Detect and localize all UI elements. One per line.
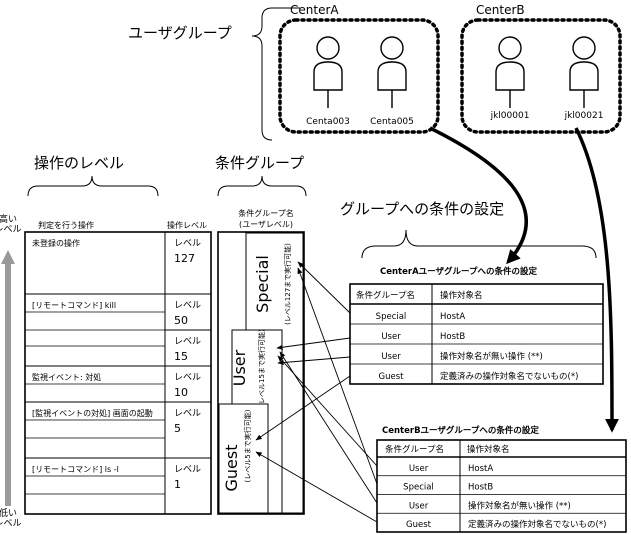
mapping-arrow [255,375,351,441]
user-group-note: (レベル15まで実行可能) [257,329,266,407]
user-name: Centa005 [370,117,414,127]
level-number: 50 [174,314,188,327]
center-b-table-rows: User HostA Special HostB User 操作対象名が無い操作 (**)… [377,464,626,530]
header-operation: 判定を行う操作 [38,220,94,230]
operation-target-cell: 操作対象名が無い操作 (**) [440,351,543,362]
user-name: jkl00001 [490,111,530,121]
condition-group-cell: Guest [379,372,405,382]
operation-label: 監視イベント: 対処 [32,372,101,382]
level-number: 127 [174,252,195,265]
level-number: 15 [174,350,188,363]
operation-target-cell: 定義済みの操作対象名でないもの(*) [440,371,578,382]
mapping-arrow [297,261,351,314]
center-b-col-target: 操作対象名 [467,444,510,455]
mapping-arrow [276,337,351,350]
operation-table-rules [25,293,211,495]
operation-target-cell: HostA [440,312,465,322]
level-word: レベル [174,409,201,419]
center-a-col-group: 条件グループ名 [356,290,415,301]
settings-title: グループへの条件の設定 [340,200,504,218]
center-a-table-title: CenterAユーザグループへの条件の設定 [380,266,537,277]
level-axis-arrow [1,250,15,506]
center-b-label: CenterB [476,3,525,17]
operation-target-cell: 定義済みの操作対象名でないもの(*) [468,519,606,530]
mapping-arrow [255,451,378,523]
user-name: Centa003 [306,117,350,127]
mapping-arrow [277,356,351,366]
operation-label: 未登録の操作 [32,238,80,248]
condition-group-cell: Guest [406,520,432,530]
center-a-col-target: 操作対象名 [440,290,483,301]
user-group-name: User [230,349,249,386]
operation-label: [監視イベントの対処] 画面の起動 [32,408,153,418]
level-word: レベル [174,373,201,383]
operation-levels-title: 操作のレベル [34,154,124,172]
center-a-assignment-arrow [429,126,529,265]
user-icon [495,36,525,108]
level-number: 10 [174,386,188,399]
condition-group-cell: User [381,332,401,342]
operation-label: [リモートコマンド] ls -l [32,465,119,474]
level-word: レベル [174,337,201,347]
operation-label: [リモートコマンド] kill [32,301,116,310]
guest-group-name: Guest [222,445,241,492]
operation-target-cell: HostB [468,483,493,493]
user-icon [569,36,599,108]
settings-brace [361,229,597,259]
condition-group-cell: Special [376,312,407,322]
center-b-settings-table [376,439,627,533]
level-word: レベル [174,239,201,249]
special-group-name: Special [253,255,272,313]
condition-group-cell: User [381,352,401,362]
axis-low-label: 低いレベル [0,507,22,529]
user-name: jkl00021 [564,111,604,121]
user-icon [313,36,343,108]
center-b-assignment-arrow [574,127,619,433]
center-a-label: CenterA [290,3,339,17]
center-b-col-group: 条件グループ名 [385,444,444,455]
user-icon [377,36,407,108]
center-a-settings-table [349,283,604,385]
user-groups-title: ユーザグループ [128,24,232,42]
condition-group-cell: User [409,501,429,511]
operation-target-cell: 操作対象名が無い操作 (**) [468,500,571,511]
center-b-table-title: CenterBユーザグループへの条件の設定 [382,425,539,436]
center-a-table-rows: Special HostA User HostB User 操作対象名が無い操作 (**)… [350,312,603,382]
condition-group-cell: User [409,464,429,474]
user-groups-brace-b [251,35,273,141]
operation-target-cell: HostB [440,332,465,342]
mapping-arrow [279,351,378,504]
user-groups-brace [251,7,300,37]
condition-header-line2: (ユーザレベル) [239,220,293,229]
level-word: レベル [174,301,201,311]
mapping-arrow [297,267,378,485]
condition-group-cell: Special [403,483,434,493]
mapping-arrows [255,261,378,523]
guest-group-box [218,403,269,514]
special-group-note: (レベル127まで実行可能) [283,243,292,325]
condition-groups-brace [217,175,307,197]
level-word: レベル [174,465,201,475]
guest-group-note: (レベル5まで実行可能) [243,409,252,482]
condition-header-line1: 条件グループ名 [238,208,294,218]
axis-high-label: 高いレベル [0,213,22,235]
center-a-group-box [278,18,440,134]
operation-levels-brace [27,175,159,197]
level-number: 5 [174,422,181,435]
condition-groups-title: 条件グループ [215,154,304,172]
header-level: 操作レベル [167,220,207,230]
operation-levels-table [24,231,212,515]
center-b-group-box [460,18,622,134]
operation-target-cell: HostA [468,464,493,474]
level-number: 1 [174,478,181,491]
